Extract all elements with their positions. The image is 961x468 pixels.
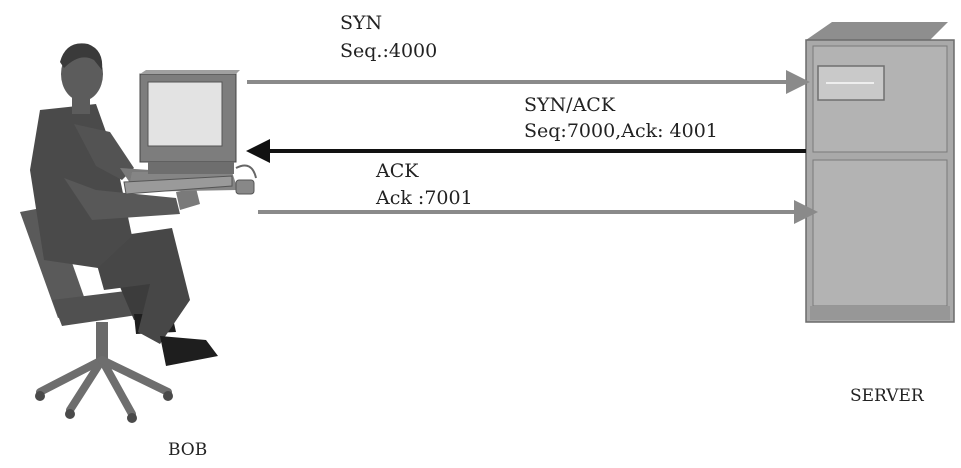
person-figure	[30, 43, 218, 366]
server-tower	[805, 22, 955, 323]
client-label: BOB	[168, 440, 208, 460]
server-label: SERVER	[850, 386, 924, 406]
ack-label: ACK	[376, 160, 419, 182]
computer-terminal	[123, 70, 257, 195]
ack-value-label: Ack :7001	[376, 187, 473, 209]
syn-seq-label: Seq.:4000	[340, 40, 438, 62]
syn-ack-label: SYN/ACK	[524, 94, 616, 116]
syn-label: SYN	[340, 12, 383, 34]
office-chair	[20, 206, 173, 423]
syn-ack-seq-label: Seq:7000,Ack: 4001	[524, 120, 718, 142]
